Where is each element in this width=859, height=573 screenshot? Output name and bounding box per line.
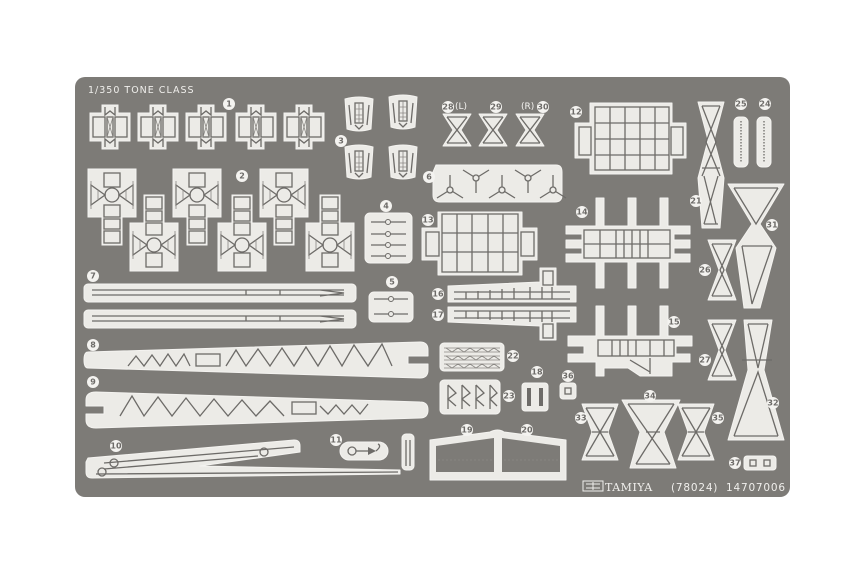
part-number-34: 34 xyxy=(644,392,656,401)
part-6-group: 6 xyxy=(423,164,567,203)
part-number-18: 18 xyxy=(531,368,543,377)
part-number-3: 3 xyxy=(338,137,344,146)
part-33-34-35-group: 33 34 35 xyxy=(575,390,724,469)
part-code: 14707006 xyxy=(726,482,786,494)
part-36-group: 36 xyxy=(559,370,577,400)
part-22-group: 22 xyxy=(439,342,519,372)
part-number-26: 26 xyxy=(699,266,711,275)
part-number-17: 17 xyxy=(432,311,443,320)
part-number-24: 24 xyxy=(759,100,771,109)
part-number-8: 8 xyxy=(90,341,96,350)
part-26-group: 26 xyxy=(699,239,737,301)
part-number-20: 20 xyxy=(521,426,533,435)
part-number-19: 19 xyxy=(461,426,473,435)
part-10-group: 10 xyxy=(85,439,401,479)
part-23-group: 23 xyxy=(439,379,515,415)
part-number-2: 2 xyxy=(239,172,245,181)
tamiya-star-logo-icon xyxy=(582,480,604,492)
part-31-group: 31 xyxy=(727,183,785,309)
part-number-36: 36 xyxy=(562,372,574,381)
part-27-group: 27 xyxy=(699,319,737,381)
part-5-group: 5 xyxy=(368,276,414,323)
part-37-group: 37 xyxy=(729,455,777,471)
part-24-25-group: 25 24 xyxy=(733,98,772,168)
part-4-group: 4 xyxy=(364,200,413,264)
part-number-4: 4 xyxy=(383,202,389,211)
kit-number: (78024) xyxy=(671,482,718,494)
part-number-14: 14 xyxy=(576,208,588,217)
part-7-group: 7 xyxy=(83,270,357,329)
part-1-group: 1 xyxy=(89,98,325,150)
part-number-21: 21 xyxy=(690,197,702,206)
right-marker: (R) xyxy=(521,102,534,112)
part-number-29: 29 xyxy=(490,103,502,112)
part-number-1: 1 xyxy=(226,100,232,109)
part-number-25: 25 xyxy=(735,100,747,109)
part-number-11: 11 xyxy=(330,436,342,445)
part-13-group: 13 xyxy=(421,211,538,276)
part-number-12: 12 xyxy=(570,108,581,117)
part-number-7: 7 xyxy=(90,272,96,281)
part-number-27: 27 xyxy=(699,356,710,365)
part-28-29-30-group: 28 (L) 29 (R) 30 xyxy=(442,101,549,147)
fret-footer: TAMIYA (78024) 14707006 xyxy=(582,480,786,494)
left-marker: (L) xyxy=(455,102,467,112)
fret-title: 1/350 TONE CLASS xyxy=(88,85,195,96)
part-14-group: 14 xyxy=(565,197,691,289)
part-12-group: 12 xyxy=(570,102,687,175)
part-number-5: 5 xyxy=(389,278,395,287)
part-2-group: 2 xyxy=(87,168,355,272)
part-number-35: 35 xyxy=(712,414,724,423)
part-number-22: 22 xyxy=(507,352,518,361)
part-number-9: 9 xyxy=(90,378,96,387)
part-number-13: 13 xyxy=(422,216,433,225)
part-number-33: 33 xyxy=(575,414,586,423)
part-3-group: 3 xyxy=(335,94,418,180)
part-number-30: 30 xyxy=(537,103,549,112)
part-16-17-group: 16 17 xyxy=(432,267,577,341)
part-number-15: 15 xyxy=(668,318,680,327)
part-number-23: 23 xyxy=(503,392,514,401)
part-21-group: 21 xyxy=(690,101,725,229)
brand-name: TAMIYA xyxy=(605,481,653,494)
part-number-31: 31 xyxy=(766,221,778,230)
part-9-group: 9 xyxy=(85,376,429,429)
part-32-group: 32 xyxy=(727,319,785,441)
part-15-group: 15 xyxy=(567,305,693,377)
part-number-6: 6 xyxy=(426,173,432,182)
part-number-37: 37 xyxy=(729,459,740,468)
part-18-group: 18 xyxy=(521,366,549,412)
part-number-16: 16 xyxy=(432,290,444,299)
part-number-28: 28 xyxy=(442,103,454,112)
part-8-group: 8 xyxy=(83,339,429,379)
part-19-20-group: 19 20 xyxy=(429,424,567,481)
fret-sheet xyxy=(75,77,790,497)
part-number-32: 32 xyxy=(767,399,778,408)
part-11-group: 11 xyxy=(330,433,415,471)
part-number-10: 10 xyxy=(110,442,122,451)
